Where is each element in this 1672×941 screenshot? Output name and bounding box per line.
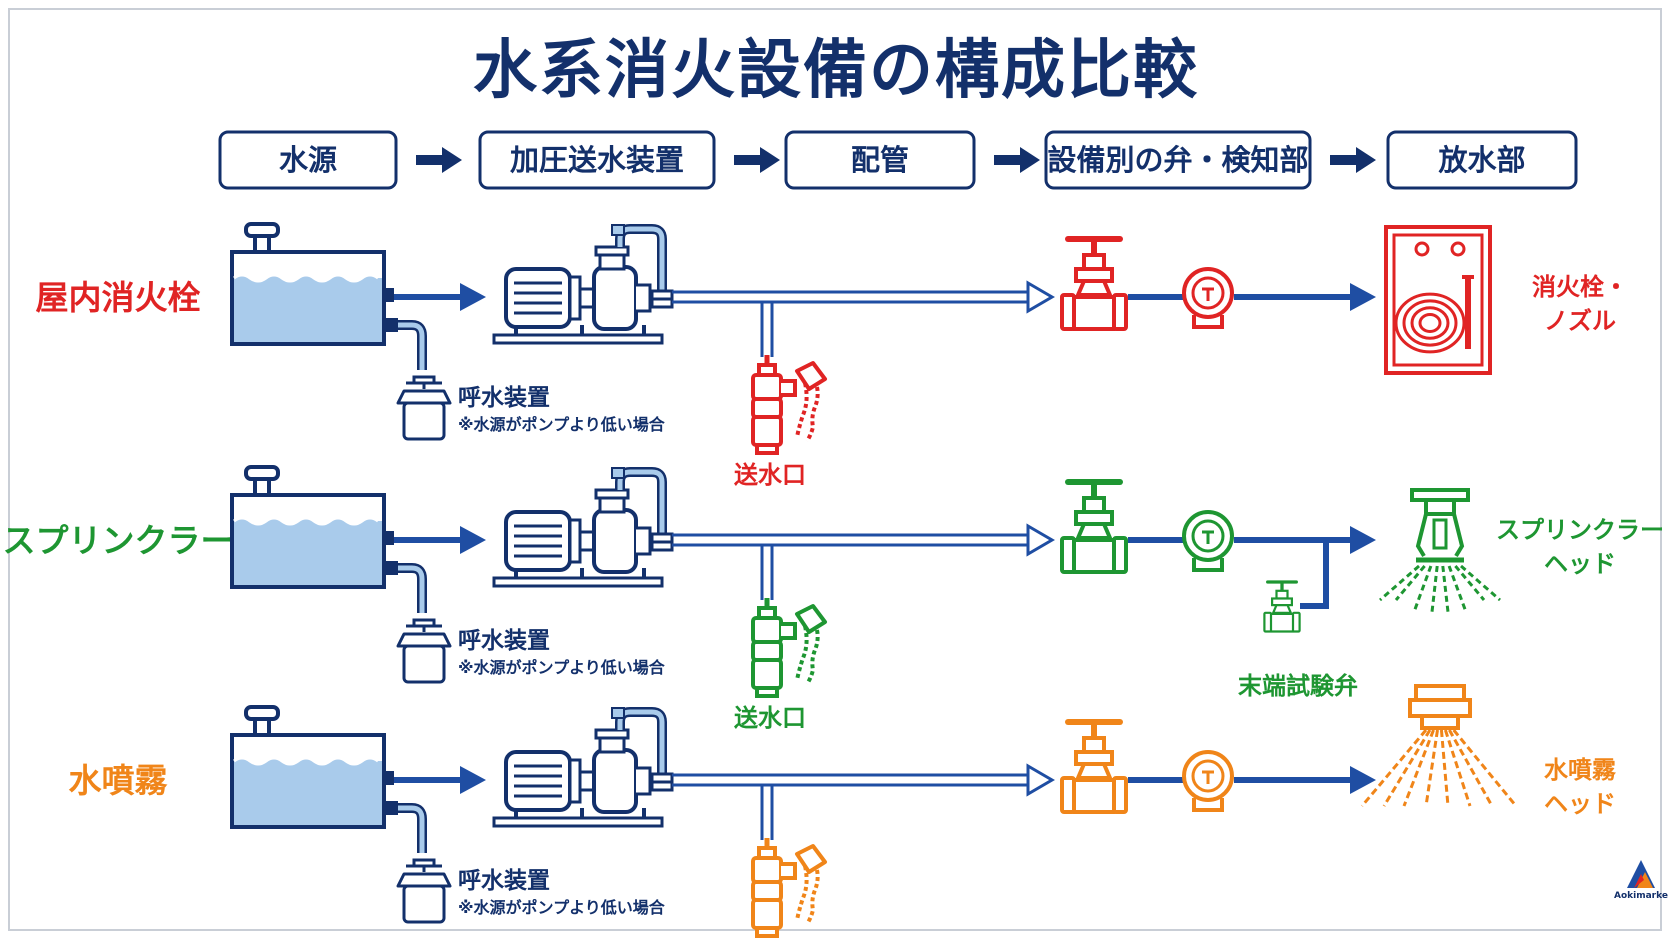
gate-valve-icon bbox=[1062, 482, 1126, 572]
flow-arrow-icon bbox=[416, 147, 462, 173]
flow-detector-icon bbox=[1182, 510, 1234, 572]
priming-note: ※水源がポンプより低い場合 bbox=[458, 415, 666, 434]
outlet-label: スプリンクラー bbox=[1496, 516, 1664, 544]
spray-nozzle-icon bbox=[1360, 684, 1518, 807]
pump-icon bbox=[494, 225, 672, 343]
gate-valve-icon bbox=[1062, 722, 1126, 812]
outlet-label: ノズル bbox=[1544, 307, 1616, 335]
siamese-inlet-icon bbox=[753, 355, 825, 453]
priming-tank-icon bbox=[396, 858, 452, 924]
water-tank-icon bbox=[232, 707, 422, 853]
flow-step-3: 配管 bbox=[784, 130, 1040, 190]
priming-label: 呼水装置 bbox=[458, 868, 550, 894]
outlet-label: 消火栓・ bbox=[1532, 273, 1628, 301]
priming-note: ※水源がポンプより低い場合 bbox=[458, 898, 666, 917]
priming-label: 呼水装置 bbox=[458, 385, 550, 411]
flow-detector-icon bbox=[1182, 267, 1234, 329]
siamese-inlet-icon bbox=[753, 598, 825, 696]
flow-step-5: 放水部 bbox=[1386, 130, 1578, 190]
pump-icon bbox=[494, 468, 672, 586]
flow-step-2: 加圧送水装置 bbox=[478, 130, 780, 190]
flow-steps: 水源 加圧送水装置 配管 設備別の弁・検知部 放水部 bbox=[218, 130, 1578, 190]
flow-step-4: 設備別の弁・検知部 bbox=[1044, 130, 1376, 190]
water-tank-icon bbox=[232, 224, 422, 370]
brand-logo: Aokimarke bbox=[1614, 860, 1668, 901]
test-valve-label: 末端試験弁 bbox=[1238, 672, 1358, 700]
flow-step-label: 水源 bbox=[279, 143, 337, 177]
row-label: スプリンクラー bbox=[3, 521, 234, 560]
inlet-label: 送水口 bbox=[734, 461, 806, 489]
inlet-label: 送水口 bbox=[734, 704, 806, 732]
outlet-label: ヘッド bbox=[1544, 550, 1616, 578]
equipment-row-2: スプリンクラー呼水装置※水源がポンプより低い場合送水口末端試験弁スプリンクラーヘ… bbox=[3, 467, 1664, 732]
pump-icon bbox=[494, 708, 672, 826]
flow-detector-icon bbox=[1182, 750, 1234, 812]
brand-logo-text: Aokimarke bbox=[1614, 891, 1668, 901]
flow-arrow-icon bbox=[1350, 766, 1376, 794]
flow-arrow-icon bbox=[1350, 526, 1376, 554]
flow-step-label: 設備別の弁・検知部 bbox=[1047, 143, 1308, 177]
flow-arrow-icon bbox=[460, 766, 486, 794]
outlet-label: 水噴霧 bbox=[1544, 756, 1617, 784]
siamese-inlet-icon bbox=[753, 838, 825, 936]
priming-label: 呼水装置 bbox=[458, 628, 550, 654]
water-tank-icon bbox=[232, 467, 422, 613]
flow-arrow-icon bbox=[1350, 283, 1376, 311]
page-title: 水系消火設備の構成比較 bbox=[473, 34, 1199, 108]
row-label: 水噴霧 bbox=[69, 761, 168, 800]
priming-tank-icon bbox=[396, 618, 452, 684]
outlet-label: ヘッド bbox=[1544, 790, 1616, 818]
gate-valve-icon bbox=[1062, 239, 1126, 329]
flow-arrow-icon bbox=[460, 526, 486, 554]
sprinkler-head-icon bbox=[1379, 488, 1501, 613]
row-label: 屋内消火栓 bbox=[36, 278, 201, 317]
test-valve-icon bbox=[1262, 580, 1302, 634]
equipment-rows: 屋内消火栓呼水装置※水源がポンプより低い場合送水口消火栓・ノズルスプリンクラー呼… bbox=[3, 224, 1664, 936]
hose-cabinet-icon bbox=[1384, 225, 1492, 375]
flow-arrow-icon bbox=[734, 147, 780, 173]
priming-note: ※水源がポンプより低い場合 bbox=[458, 658, 666, 677]
flow-step-label: 放水部 bbox=[1437, 143, 1525, 177]
flow-arrow-icon bbox=[994, 147, 1040, 173]
flow-step-label: 加圧送水装置 bbox=[510, 143, 684, 177]
flow-arrow-icon bbox=[460, 283, 486, 311]
flow-arrow-icon bbox=[1330, 147, 1376, 173]
priming-tank-icon bbox=[396, 375, 452, 441]
flow-step-1: 水源 bbox=[218, 130, 462, 190]
flow-step-label: 配管 bbox=[851, 143, 909, 177]
